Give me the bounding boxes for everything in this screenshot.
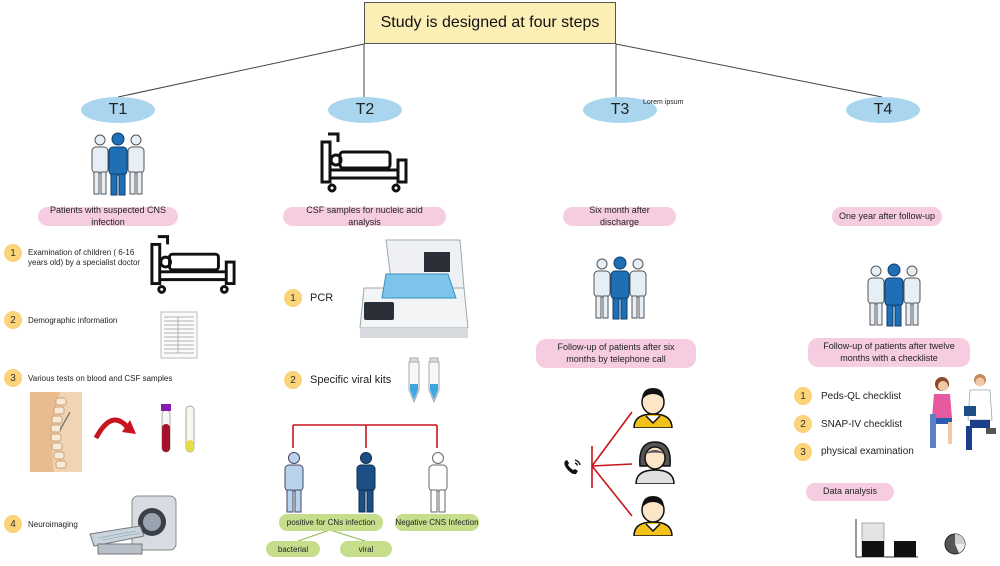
t1-item-1-number: 1 — [4, 244, 22, 262]
t4-item-2-number: 2 — [794, 415, 812, 433]
negative-result-pill: Negative CNS Infection — [395, 514, 479, 531]
t2-item-1-number: 1 — [284, 289, 302, 307]
t1-item-3-number: 3 — [4, 369, 22, 387]
telephone-icon — [562, 458, 584, 476]
bacterial-pill: bacterial — [266, 541, 320, 557]
t1-pill: Patients with suspected CNS infection — [38, 205, 178, 227]
patient-avatar-icon — [630, 494, 676, 536]
step-t4-oval: T4 — [846, 97, 920, 123]
t2-result-tree — [292, 424, 438, 448]
data-analysis-pill: Data analysis — [806, 483, 894, 501]
mri-scanner-icon — [86, 490, 186, 560]
step-t1-oval: T1 — [81, 97, 155, 123]
t3-pill: Six month after discharge — [563, 205, 676, 227]
test-tube-icon — [156, 402, 202, 458]
person-outline-icon — [424, 452, 452, 514]
study-title: Study is designed at four steps — [364, 2, 616, 44]
t1-item-2-text: Demographic information — [28, 316, 118, 325]
spine-icon — [30, 392, 82, 472]
t3-followup-pill: Follow-up of patients after six months b… — [536, 339, 696, 368]
bar-chart-icon — [854, 517, 920, 559]
t3-note: Lorem ipsum — [643, 99, 684, 106]
step-t3-oval: T3 — [583, 97, 657, 123]
patient-avatar-icon — [630, 386, 676, 428]
person-light-icon — [280, 452, 308, 514]
t1-item-4-number: 4 — [4, 515, 22, 533]
t4-followup-pill: Follow-up of patients after twelve month… — [808, 338, 970, 367]
people-group-icon — [590, 256, 650, 321]
people-group-icon — [864, 263, 924, 328]
positive-result-pill: positive for CNs infection — [279, 514, 383, 531]
form-sheet-icon — [160, 311, 198, 359]
pie-chart-icon — [943, 532, 967, 556]
t2-item-2-number: 2 — [284, 371, 302, 389]
hospital-bed-icon — [318, 130, 410, 194]
t2-item-1-text: PCR — [310, 292, 334, 304]
person-dark-icon — [352, 452, 380, 514]
t1-item-1-text: Examination of children ( 6-16 years old… — [28, 248, 141, 268]
t2-item-2-text: Specific viral kits — [310, 374, 392, 386]
viral-pill: viral — [340, 541, 392, 557]
step-t2-oval: T2 — [328, 97, 402, 123]
t1-item-3-text: Various tests on blood and CSF samples — [28, 374, 173, 383]
t1-item-4-text: Neuroimaging — [28, 520, 78, 529]
t4-item-3-text: physical examination — [821, 446, 914, 457]
t4-pill: One year after follow-up — [832, 207, 942, 226]
pcr-machine-icon — [356, 236, 472, 342]
t3-call-tree — [591, 411, 633, 517]
people-group-icon — [88, 132, 148, 197]
t2-pill: CSF samples for nucleic acid analysis — [283, 205, 446, 227]
t1-item-2-number: 2 — [4, 311, 22, 329]
t4-item-1-number: 1 — [794, 387, 812, 405]
t4-item-3-number: 3 — [794, 443, 812, 461]
t4-item-2-text: SNAP-IV checklist — [821, 419, 903, 430]
hospital-bed-icon — [148, 232, 238, 296]
t4-item-1-text: Peds-QL checklist — [821, 391, 902, 402]
doctor-consultation-icon — [926, 370, 998, 454]
arrow-icon — [92, 412, 138, 446]
patient-avatar-icon — [632, 440, 678, 484]
viral-kit-tubes-icon — [404, 356, 444, 406]
